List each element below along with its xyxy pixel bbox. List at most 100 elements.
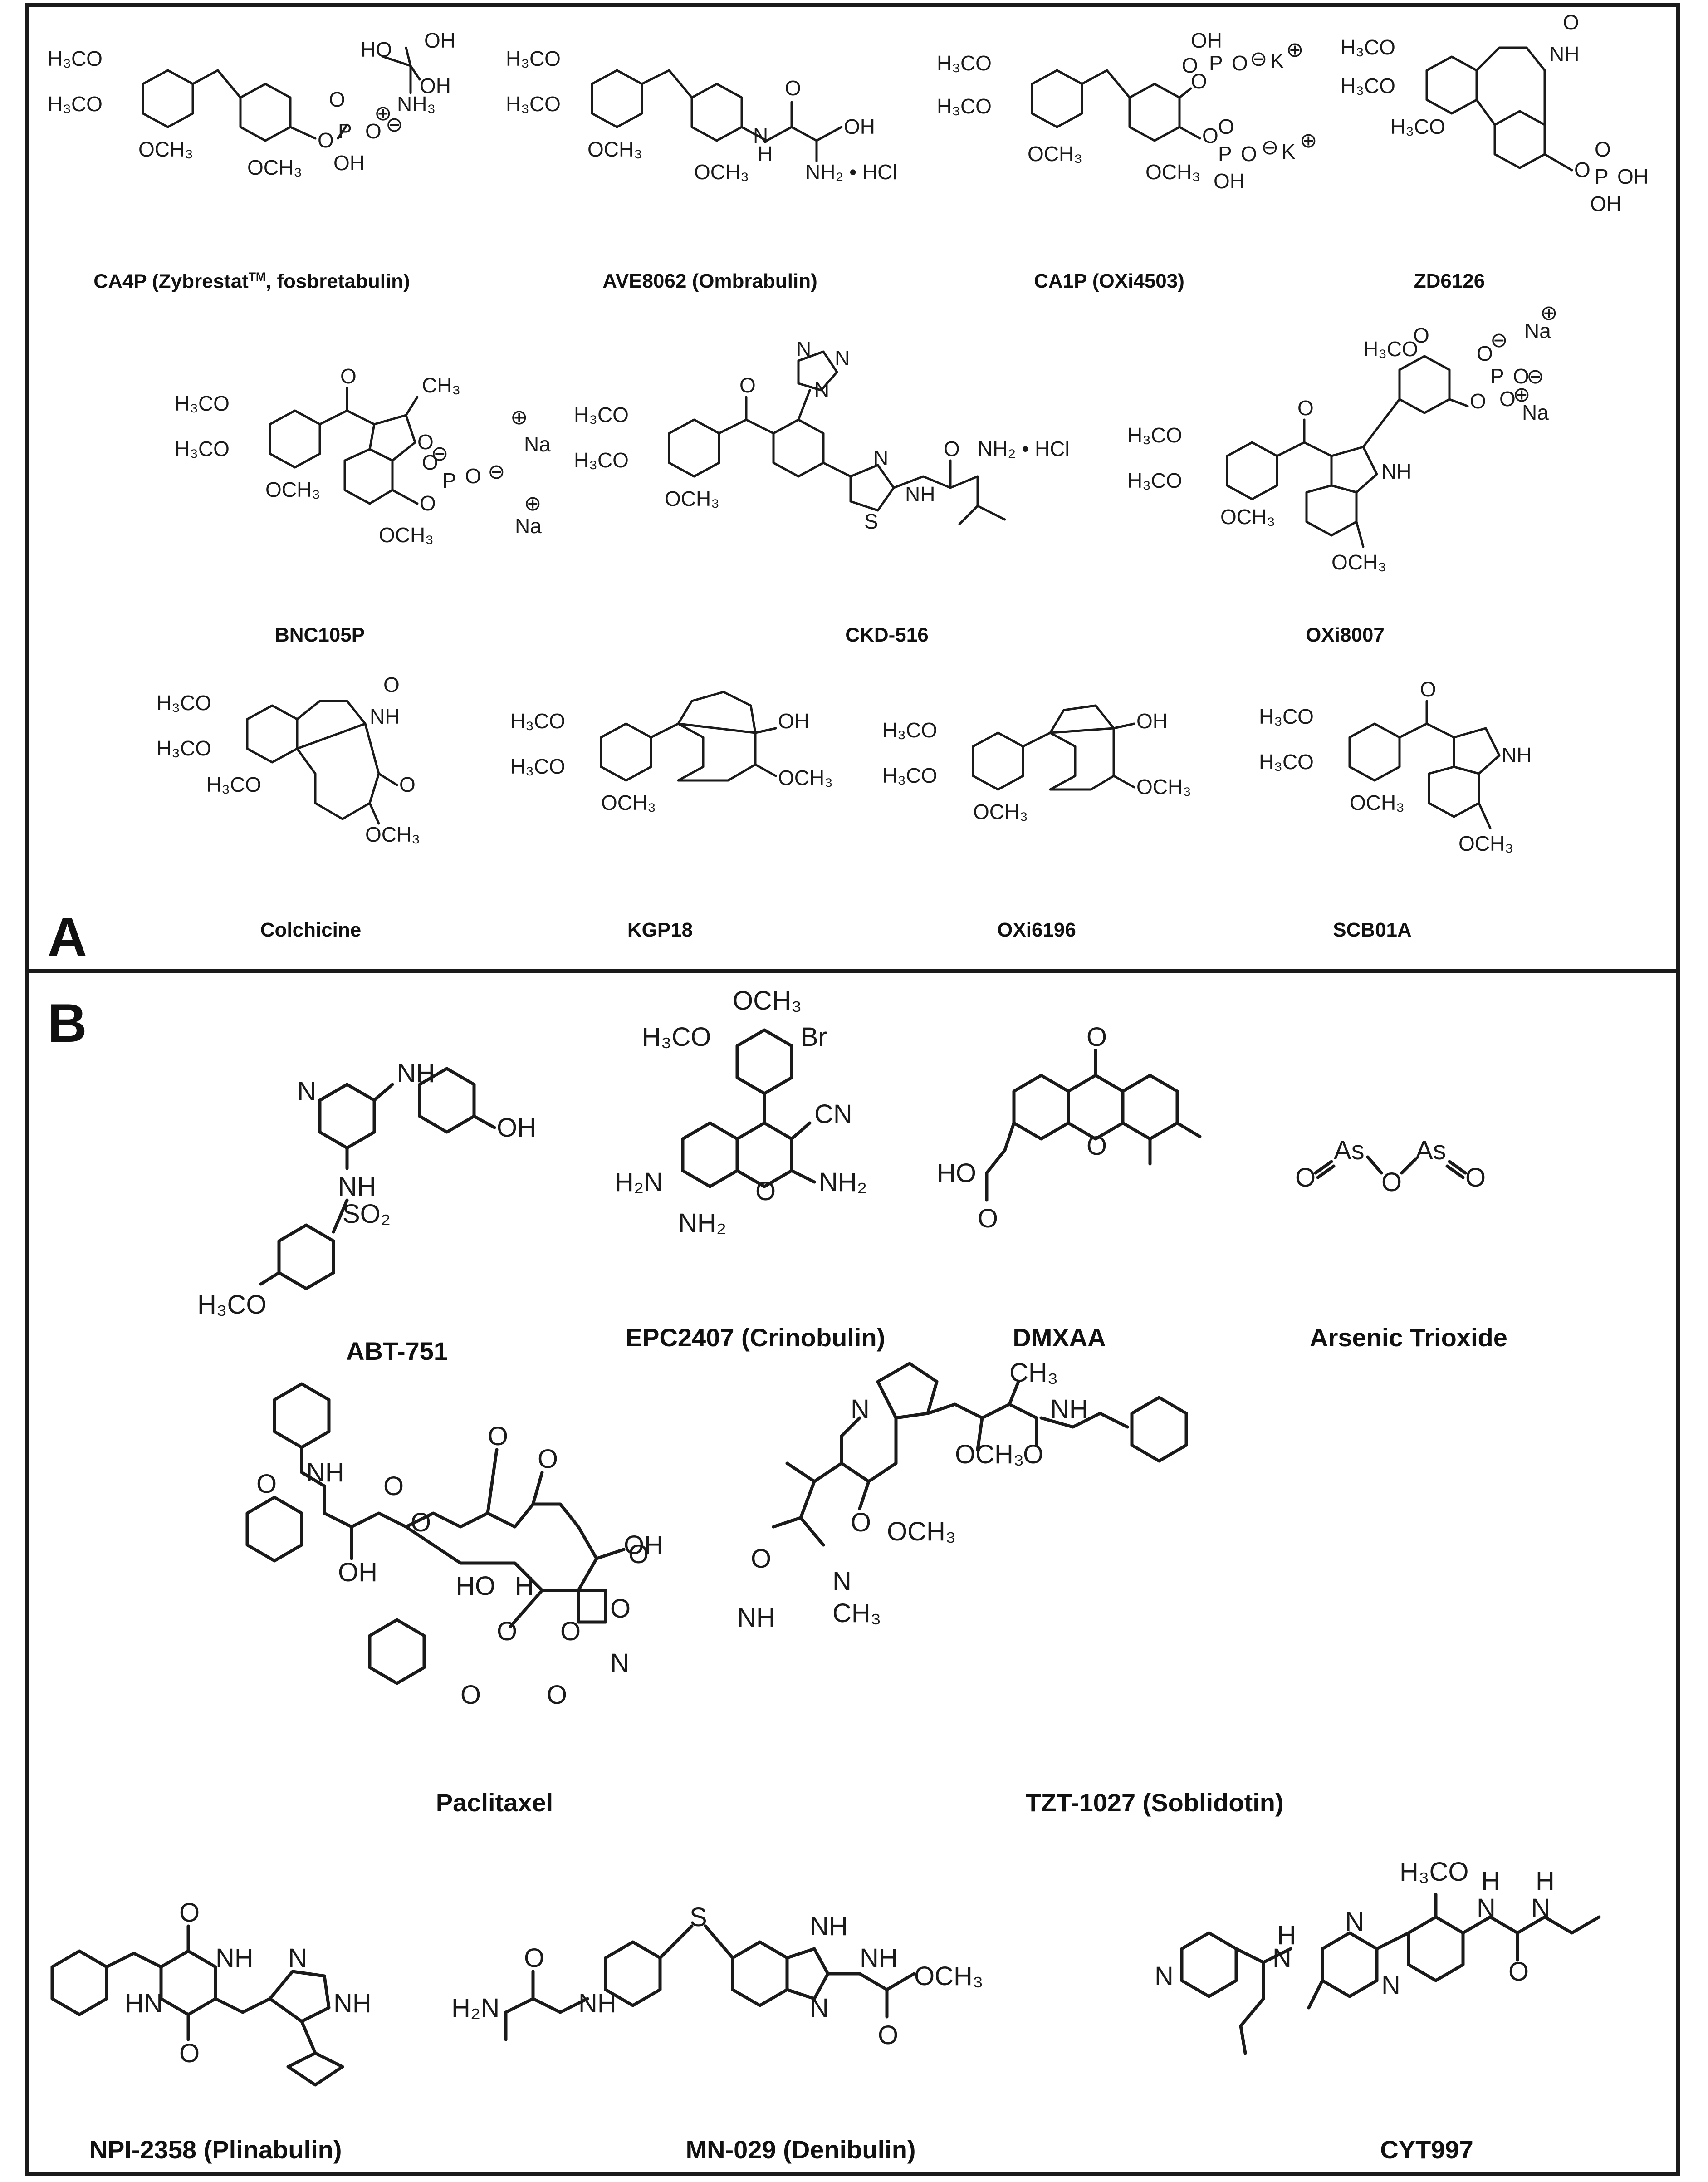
svg-text:H₃CO: H₃CO bbox=[175, 437, 230, 461]
svg-text:N: N bbox=[610, 1648, 629, 1678]
svg-text:O: O bbox=[610, 1594, 631, 1623]
svg-text:OH: OH bbox=[1590, 192, 1621, 216]
svg-text:H₂N: H₂N bbox=[451, 1993, 499, 2023]
structure-dmxaa: O O HO O bbox=[937, 1000, 1300, 1345]
svg-text:Na: Na bbox=[1522, 401, 1549, 424]
svg-text:O: O bbox=[1574, 158, 1591, 181]
svg-text:NH₂ • HCl: NH₂ • HCl bbox=[805, 160, 897, 184]
svg-text:O: O bbox=[256, 1469, 277, 1499]
panel-b: B N NH OH NH SO₂ H₃CO ABT-751 bbox=[25, 969, 1680, 2176]
svg-text:Na: Na bbox=[524, 432, 551, 456]
svg-text:H₃CO: H₃CO bbox=[206, 773, 261, 796]
structure-npi2358: O NH HN O N NH bbox=[34, 1876, 510, 2130]
svg-text:⊖: ⊖ bbox=[431, 441, 449, 465]
svg-text:O: O bbox=[1202, 124, 1219, 147]
svg-text:H: H bbox=[1536, 1866, 1555, 1896]
svg-text:N: N bbox=[1531, 1893, 1550, 1923]
svg-text:NH: NH bbox=[860, 1943, 898, 1973]
svg-text:N: N bbox=[873, 446, 888, 470]
svg-text:CN: CN bbox=[814, 1099, 852, 1129]
svg-text:O: O bbox=[1297, 396, 1314, 420]
svg-text:OCH₃: OCH₃ bbox=[1220, 505, 1275, 529]
structure-mn029: H₂N O NH S NH N NH O OCH₃ bbox=[451, 1876, 1132, 2130]
compound-label-mn029: MN-029 (Denibulin) bbox=[685, 2135, 916, 2164]
svg-text:Na: Na bbox=[515, 514, 542, 538]
svg-text:OCH₃: OCH₃ bbox=[694, 160, 749, 184]
svg-text:⊖: ⊖ bbox=[1527, 364, 1544, 388]
svg-text:N: N bbox=[1345, 1907, 1364, 1937]
svg-text:N: N bbox=[1381, 1971, 1400, 2000]
svg-text:⊕: ⊕ bbox=[1286, 38, 1304, 61]
svg-text:NH: NH bbox=[215, 1943, 254, 1973]
svg-text:NH: NH bbox=[578, 1989, 617, 2018]
svg-text:S: S bbox=[690, 1903, 707, 1932]
panel-letter-a: A bbox=[48, 907, 87, 967]
svg-text:HO: HO bbox=[456, 1571, 495, 1601]
svg-text:H₃CO: H₃CO bbox=[937, 51, 992, 75]
svg-text:OCH₃: OCH₃ bbox=[778, 766, 833, 789]
svg-text:NH₂: NH₂ bbox=[678, 1208, 726, 1238]
svg-text:P: P bbox=[1490, 364, 1504, 388]
structure-tzt1027: N CH₃ OCH₃ O NH O OCH₃ N CH₃ O NH O N bbox=[610, 1345, 1549, 1808]
structure-oxi6196: H₃CO H₃CO OCH₃ OH OCH₃ bbox=[878, 701, 1250, 910]
svg-text:OCH₃: OCH₃ bbox=[1028, 142, 1082, 166]
svg-text:H₃CO: H₃CO bbox=[1127, 423, 1182, 447]
svg-text:⊕: ⊕ bbox=[1540, 301, 1558, 324]
svg-text:OH: OH bbox=[778, 709, 809, 733]
svg-text:OCH₃: OCH₃ bbox=[1136, 775, 1191, 799]
svg-text:NH: NH bbox=[737, 1603, 775, 1633]
svg-text:SO₂: SO₂ bbox=[343, 1199, 391, 1229]
svg-text:H₃CO: H₃CO bbox=[1390, 115, 1445, 138]
svg-text:H₃CO: H₃CO bbox=[510, 755, 565, 778]
svg-text:H₃CO: H₃CO bbox=[882, 764, 937, 787]
svg-text:H₃CO: H₃CO bbox=[1363, 337, 1418, 361]
svg-text:O: O bbox=[524, 1943, 544, 1973]
svg-text:OH: OH bbox=[844, 115, 875, 138]
svg-text:O: O bbox=[365, 119, 382, 143]
svg-text:NH: NH bbox=[306, 1458, 344, 1487]
svg-text:O: O bbox=[1595, 137, 1611, 161]
svg-text:O: O bbox=[1563, 10, 1579, 34]
svg-text:OH: OH bbox=[624, 1530, 663, 1560]
svg-text:OCH₃: OCH₃ bbox=[733, 986, 802, 1015]
svg-text:O: O bbox=[340, 364, 357, 388]
svg-text:O: O bbox=[383, 1471, 404, 1501]
svg-text:O: O bbox=[420, 491, 436, 515]
svg-text:H₃CO: H₃CO bbox=[642, 1022, 711, 1052]
svg-text:O: O bbox=[460, 1680, 481, 1710]
svg-text:O: O bbox=[978, 1204, 998, 1233]
svg-text:OH: OH bbox=[338, 1558, 377, 1587]
svg-text:⊕: ⊕ bbox=[524, 491, 542, 515]
svg-text:P: P bbox=[1218, 142, 1232, 166]
svg-text:OCH₃: OCH₃ bbox=[247, 156, 302, 179]
svg-text:O: O bbox=[179, 1898, 200, 1927]
svg-text:Br: Br bbox=[801, 1022, 827, 1052]
svg-text:H₃CO: H₃CO bbox=[1341, 74, 1395, 98]
svg-text:NH₃: NH₃ bbox=[397, 92, 436, 116]
svg-text:O: O bbox=[1513, 364, 1529, 388]
svg-text:NH: NH bbox=[810, 1912, 848, 1941]
compound-label-ca4p: CA4P (ZybrestatTM, fosbretabulin) bbox=[93, 270, 410, 293]
svg-text:OH: OH bbox=[497, 1113, 536, 1142]
svg-text:OCH₃: OCH₃ bbox=[365, 823, 420, 846]
structure-kgp18: H₃CO H₃CO OCH₃ OH OCH₃ bbox=[506, 683, 878, 901]
svg-text:H₃CO: H₃CO bbox=[175, 392, 230, 415]
svg-text:N: N bbox=[810, 1993, 829, 2023]
svg-text:N: N bbox=[753, 124, 768, 147]
compound-label-oxi6196: OXi6196 bbox=[997, 919, 1076, 941]
svg-text:O: O bbox=[1086, 1131, 1107, 1161]
svg-text:⊕: ⊕ bbox=[374, 101, 392, 125]
svg-text:OCH₃: OCH₃ bbox=[1145, 160, 1200, 184]
svg-text:N: N bbox=[796, 337, 811, 361]
svg-text:O: O bbox=[383, 673, 400, 696]
svg-text:⊖: ⊖ bbox=[1250, 47, 1268, 70]
svg-text:⊖: ⊖ bbox=[488, 460, 505, 483]
structure-epc2407: OCH₃ H₃CO Br CN NH₂ O H₂N NH₂ bbox=[597, 978, 1005, 1350]
svg-text:O: O bbox=[755, 1177, 776, 1206]
svg-text:O: O bbox=[488, 1422, 508, 1451]
compound-label-oxi8007: OXi8007 bbox=[1306, 624, 1385, 646]
svg-text:⊕: ⊕ bbox=[1300, 128, 1317, 152]
svg-text:N: N bbox=[297, 1077, 316, 1106]
compound-label-npi2358: NPI-2358 (Plinabulin) bbox=[89, 2135, 342, 2164]
svg-text:S: S bbox=[864, 510, 878, 533]
